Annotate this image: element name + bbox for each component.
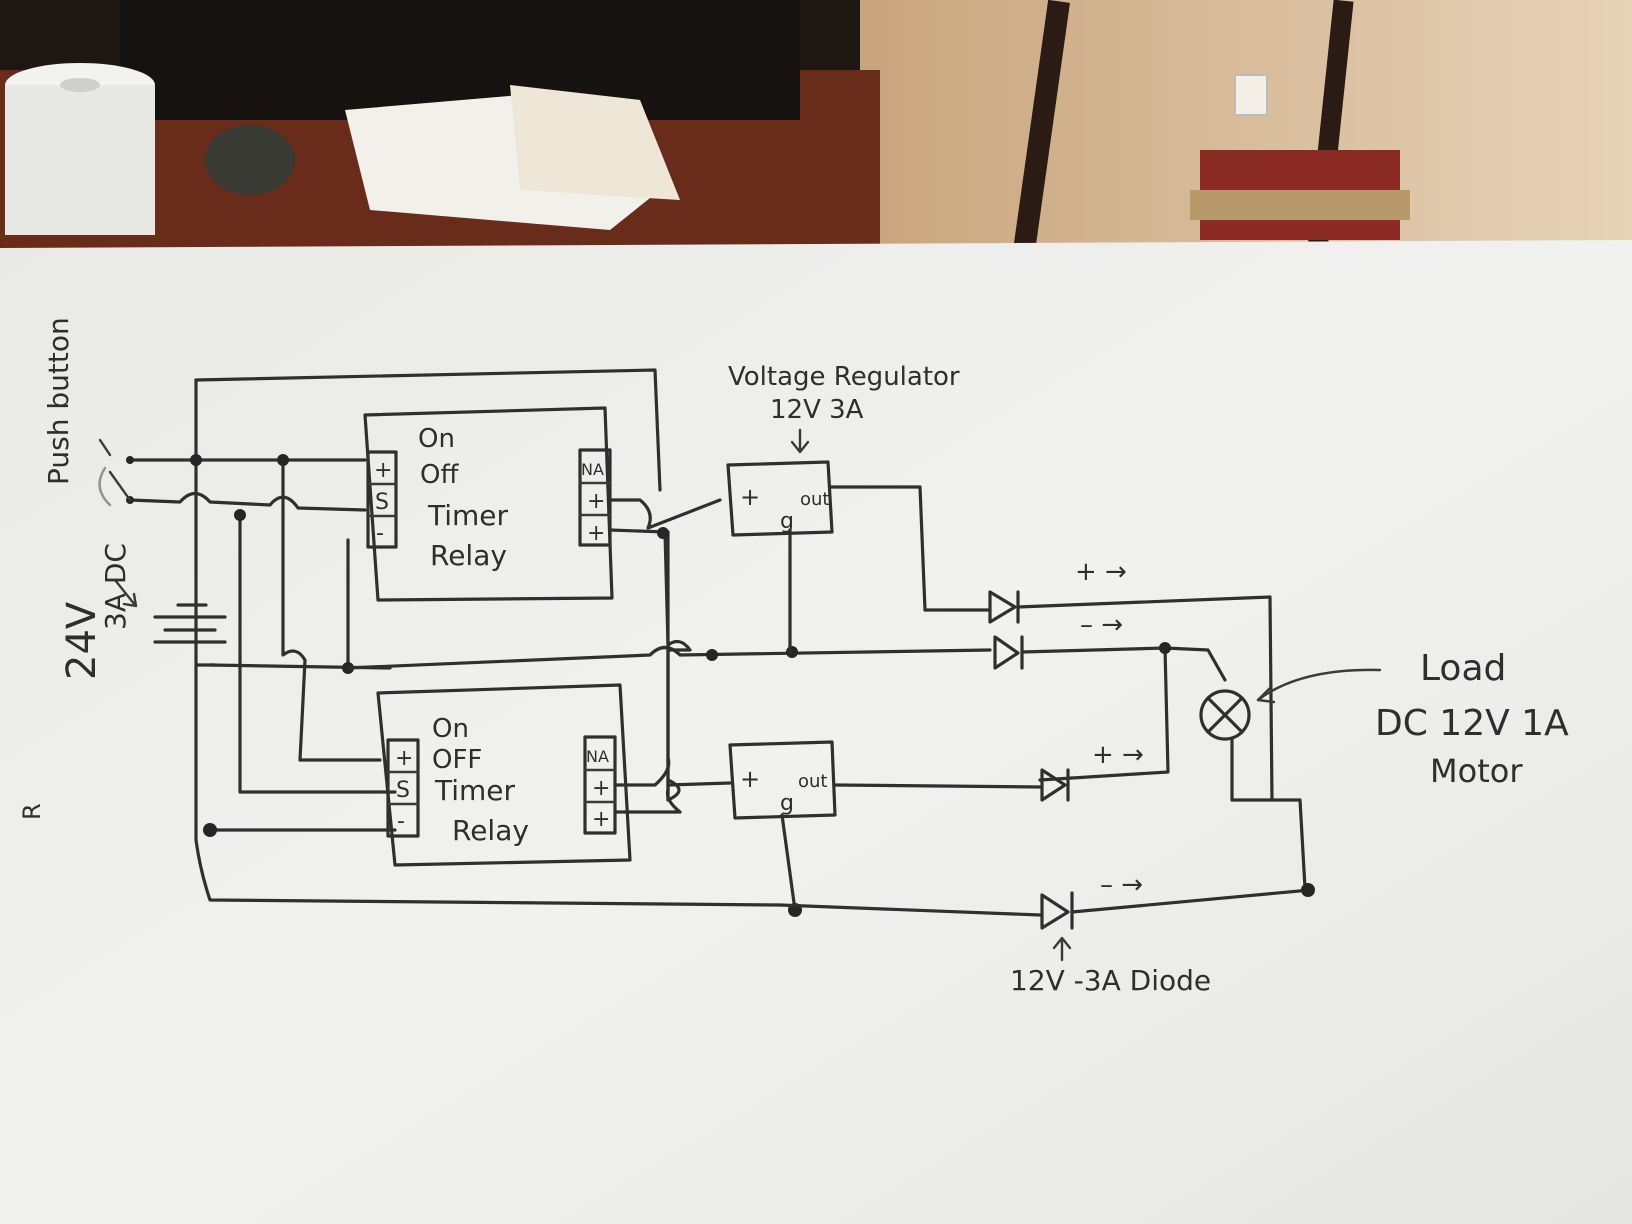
battery-symbol bbox=[153, 603, 227, 644]
diode-polarity-label-1: + → bbox=[1075, 557, 1127, 587]
circuit-diagram bbox=[98, 368, 1382, 962]
relay-top-terminal-plus: + bbox=[374, 458, 392, 483]
regulator-bottom-plus: + bbox=[740, 765, 760, 793]
regulator-bottom-ground: g bbox=[780, 791, 794, 816]
relay-top-line1: On bbox=[418, 424, 455, 454]
relay-top-line3: Timer bbox=[427, 499, 509, 532]
load-label-line1: Load bbox=[1420, 648, 1506, 689]
relay-bottom-terminal-plus-1: + bbox=[592, 776, 610, 801]
relay-bottom-terminal-plus-2: + bbox=[592, 807, 610, 832]
relay-bottom-terminal-plus: + bbox=[395, 746, 413, 771]
regulator-bottom bbox=[666, 740, 1042, 912]
relay-top-terminal-na: NA bbox=[581, 460, 604, 479]
relay-bottom-line3: Timer bbox=[434, 774, 516, 807]
relay-top-terminal-plus-2: + bbox=[587, 521, 605, 546]
relay-bottom-line1: On bbox=[432, 714, 469, 744]
diode-polarity-label-4: – → bbox=[1100, 870, 1143, 900]
relay-top-line2: Off bbox=[420, 460, 459, 490]
diode-3 bbox=[1040, 768, 1070, 802]
battery-voltage-label: 24V bbox=[59, 601, 105, 680]
regulator-top-out: out bbox=[800, 489, 829, 510]
load-label-line2: DC 12V 1A bbox=[1375, 703, 1569, 744]
diode-polarity-label-3: + → bbox=[1092, 740, 1144, 770]
load-symbol bbox=[1199, 668, 1382, 741]
regulator-top-ground: g bbox=[780, 509, 794, 534]
relay-top-line4: Relay bbox=[430, 539, 507, 572]
push-button-symbol bbox=[98, 456, 134, 507]
margin-mark: R bbox=[18, 803, 46, 820]
push-button-label: Push button bbox=[42, 317, 75, 485]
load-label-line3: Motor bbox=[1430, 752, 1523, 790]
regulator-bottom-out: out bbox=[798, 771, 827, 792]
diode-1 bbox=[988, 590, 1274, 802]
diode-4 bbox=[1040, 888, 1312, 930]
diode-polarity-label-2: – → bbox=[1080, 610, 1123, 640]
relay-bottom bbox=[376, 683, 632, 867]
relay-bottom-line4: Relay bbox=[452, 814, 529, 847]
relay-top-terminal-minus: - bbox=[376, 521, 384, 546]
relay-top bbox=[363, 406, 614, 602]
relay-top-terminal-s: S bbox=[375, 490, 389, 515]
regulator-title-line1: Voltage Regulator bbox=[728, 362, 960, 392]
relay-bottom-terminal-minus: - bbox=[397, 809, 405, 834]
regulator-top bbox=[726, 460, 992, 654]
battery-current-label: 3A DC bbox=[99, 543, 132, 630]
relay-bottom-terminal-s: S bbox=[396, 778, 410, 803]
relay-bottom-line2: OFF bbox=[432, 745, 482, 775]
photo-background bbox=[0, 0, 1632, 261]
diode-2 bbox=[993, 635, 1227, 782]
diode-label: 12V -3A Diode bbox=[1010, 964, 1211, 997]
paper-sheet bbox=[0, 240, 1632, 1224]
regulator-top-plus: + bbox=[740, 483, 760, 511]
regulator-title-line2: 12V 3A bbox=[770, 395, 864, 425]
relay-top-terminal-plus-1: + bbox=[587, 489, 605, 514]
relay-bottom-terminal-na: NA bbox=[586, 747, 609, 766]
